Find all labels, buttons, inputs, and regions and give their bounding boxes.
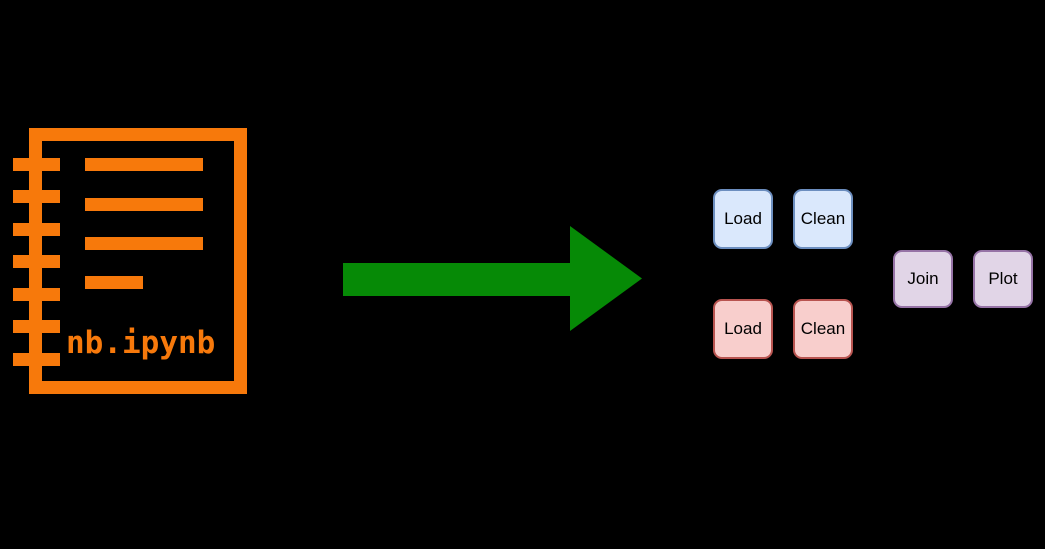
task-box-clean-1: Clean: [793, 189, 853, 249]
right-arrow-shape: [343, 226, 642, 331]
task-box-load-2: Load: [713, 299, 773, 359]
task-box-load-1: Load: [713, 189, 773, 249]
notebook-spiral-tick: [13, 223, 60, 236]
notebook-spiral-tick: [13, 353, 60, 366]
notebook-text-line: [85, 158, 203, 171]
notebook-spiral-tick: [13, 320, 60, 333]
notebook-text-line: [85, 237, 203, 250]
task-box-clean-2: Clean: [793, 299, 853, 359]
task-box-plot: Plot: [973, 250, 1033, 308]
notebook-spiral-tick: [13, 190, 60, 203]
task-box-join: Join: [893, 250, 953, 308]
notebook-text-line: [85, 276, 143, 289]
notebook-spiral-tick: [13, 255, 60, 268]
notebook-spiral-tick: [13, 158, 60, 171]
right-arrow-icon: [343, 226, 642, 331]
notebook-filename: nb.ipynb: [66, 325, 216, 361]
notebook-text-line: [85, 198, 203, 211]
notebook-spiral-tick: [13, 288, 60, 301]
